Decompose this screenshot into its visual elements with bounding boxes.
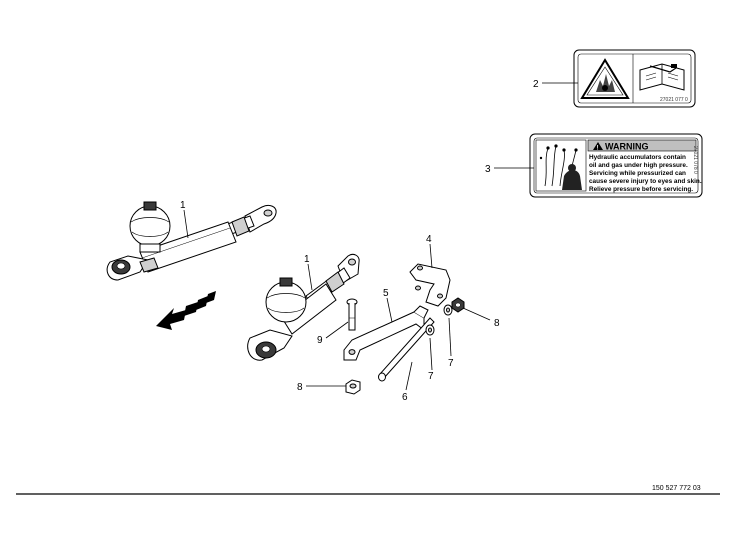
warning-line-3: Servicing while pressurized can (589, 170, 686, 177)
hydraulic-cylinder-lower (247, 253, 360, 361)
callout-7-right: 7 (448, 358, 454, 369)
warning-line-1: Hydraulic accumulators contain (589, 154, 686, 161)
nut-8-lower (345, 379, 361, 395)
warning-decal: ! WARNING Hydraulic accumulators contain… (529, 133, 703, 198)
direction-arrow-icon (156, 291, 216, 330)
washer-7-left (425, 324, 435, 336)
accumulator-sphere-upper (129, 201, 171, 253)
safety-decal-code: 27021 077 0 (660, 97, 688, 103)
safety-decal: 27021 077 0 (573, 49, 696, 108)
callout-5: 5 (383, 288, 389, 299)
bolt-6 (378, 317, 435, 382)
callout-3: 3 (485, 164, 491, 175)
warning-decal-code: 27021 078 0 (692, 146, 698, 174)
read-manual-icon (639, 63, 685, 91)
document-number: 150 527 772 03 (652, 485, 701, 492)
callout-1-lower: 1 (304, 254, 310, 265)
callout-8-right: 8 (494, 318, 500, 329)
warning-line-4: cause severe injury to eyes and skin. (589, 178, 702, 185)
pressure-spray-icon (535, 139, 587, 192)
bracket-4 (409, 263, 451, 307)
warning-line-2: oil and gas under high pressure. (589, 162, 688, 169)
nut-8-right (451, 297, 465, 313)
bolt-9 (346, 298, 358, 331)
callout-6: 6 (402, 392, 408, 403)
warning-line-5: Relieve pressure before servicing. (589, 186, 693, 193)
callout-7-left: 7 (428, 371, 434, 382)
callout-2: 2 (533, 79, 539, 90)
leader-lines (183, 82, 578, 391)
warning-triangle-icon: ! (593, 142, 603, 152)
callout-9: 9 (317, 335, 323, 346)
callout-8-lower: 8 (297, 382, 303, 393)
washer-7-right (443, 304, 453, 316)
callout-labels: 1 1 2 3 4 5 6 7 7 8 8 9 (180, 79, 539, 403)
callout-4: 4 (426, 234, 432, 245)
explosion-warning-icon (580, 58, 630, 99)
hydraulic-cylinder-upper (106, 201, 277, 281)
accumulator-sphere-lower (265, 277, 307, 323)
svg-text:!: ! (597, 146, 599, 152)
bracket-5 (343, 305, 429, 361)
warning-heading: WARNING (605, 142, 649, 152)
callout-1-upper: 1 (180, 200, 186, 211)
